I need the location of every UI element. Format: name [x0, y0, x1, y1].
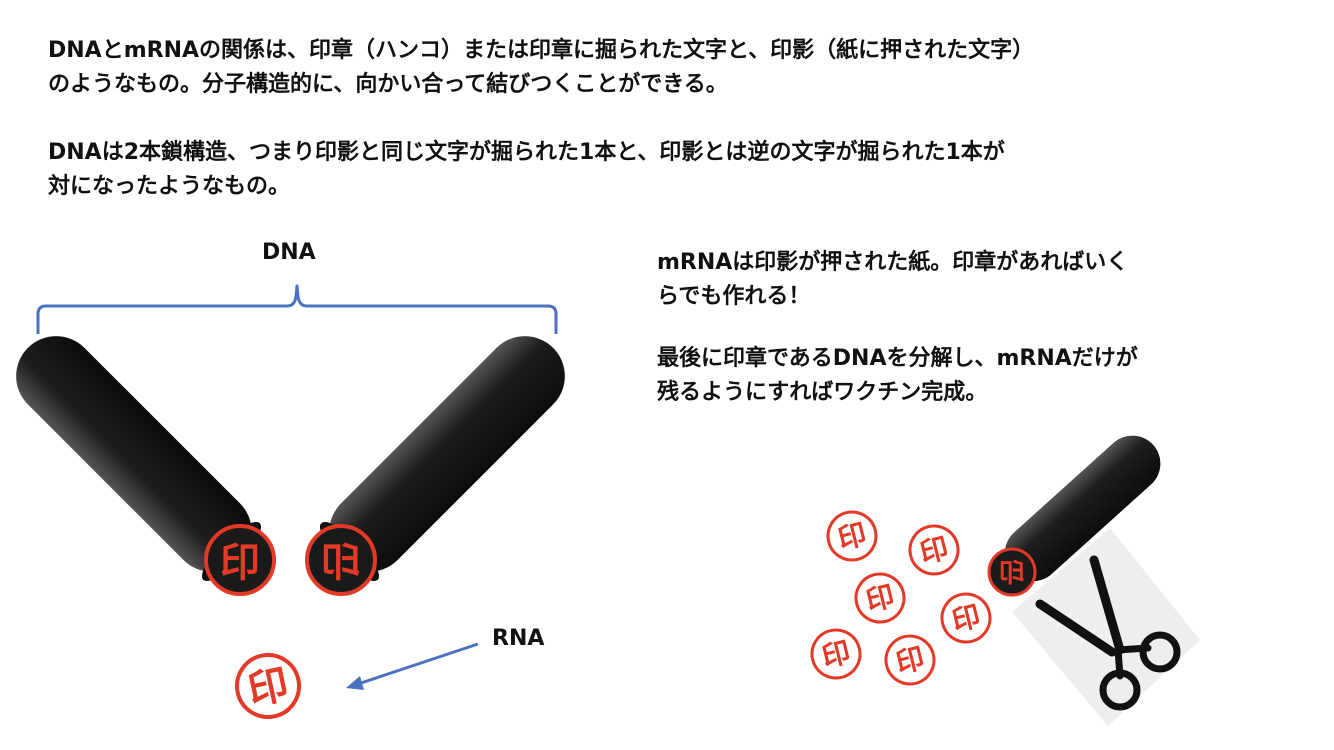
mrna-line-2: らでも作れる！: [657, 284, 811, 309]
dna-small-stamp: [1004, 435, 1161, 582]
vaccine-paragraph: 最後に印章であるDNAを分解し、mRNAだけが 残るようにすればワクチン完成。: [657, 342, 1138, 410]
scissors-pad: [1012, 528, 1200, 726]
mrna-copy: 印: [908, 524, 960, 576]
rna-label: RNA: [492, 626, 545, 651]
intro-paragraph: DNAとmRNAの関係は、印章（ハンコ）または印章に掘られた文字と、印影（紙に押…: [48, 34, 1034, 102]
mrna-copy: 印: [854, 572, 906, 624]
seal-face-right: 印: [305, 524, 377, 596]
scissors-icon: [1035, 555, 1181, 711]
dna-bracket: [36, 284, 558, 334]
mrna-copy: 印: [884, 634, 936, 686]
double-strand-line-1: DNAは2本鎖構造、つまり印影と同じ文字が掘られた1本と、印影とは逆の文字が掘ら…: [48, 140, 1005, 165]
intro-line-2: のようなもの。分子構造的に、向かい合って結びつくことができる。: [48, 72, 728, 97]
seal-char-right-mirrored: 印: [321, 540, 361, 586]
seal-char-small-mirrored: 印: [999, 559, 1025, 589]
rna-imprint: 印: [235, 653, 301, 719]
vaccine-line-2: 残るようにすればワクチン完成。: [657, 380, 988, 405]
rna-imprint-char: 印: [244, 661, 293, 714]
double-strand-line-2: 対になったようなもの。: [48, 174, 291, 199]
dna-label: DNA: [262, 240, 316, 265]
mrna-line-1: mRNAは印影が押された紙。印章があればいく: [657, 250, 1129, 275]
rna-arrow: [346, 642, 479, 690]
mrna-copy: 印: [940, 592, 992, 644]
double-strand-paragraph: DNAは2本鎖構造、つまり印影と同じ文字が掘られた1本と、印影とは逆の文字が掘ら…: [48, 136, 1005, 204]
intro-line-1: DNAとmRNAの関係は、印章（ハンコ）または印章に掘られた文字と、印影（紙に押…: [48, 38, 1035, 63]
seal-face-left: 印: [204, 524, 276, 596]
mrna-copy: 印: [810, 628, 862, 680]
mrna-paragraph: mRNAは印影が押された紙。印章があればいく らでも作れる！: [657, 246, 1128, 314]
vaccine-line-1: 最後に印章であるDNAを分解し、mRNAだけが: [657, 346, 1138, 371]
mrna-copy: 印: [826, 510, 878, 562]
seal-char-left: 印: [220, 540, 260, 586]
seal-face-small: 印: [987, 547, 1037, 597]
